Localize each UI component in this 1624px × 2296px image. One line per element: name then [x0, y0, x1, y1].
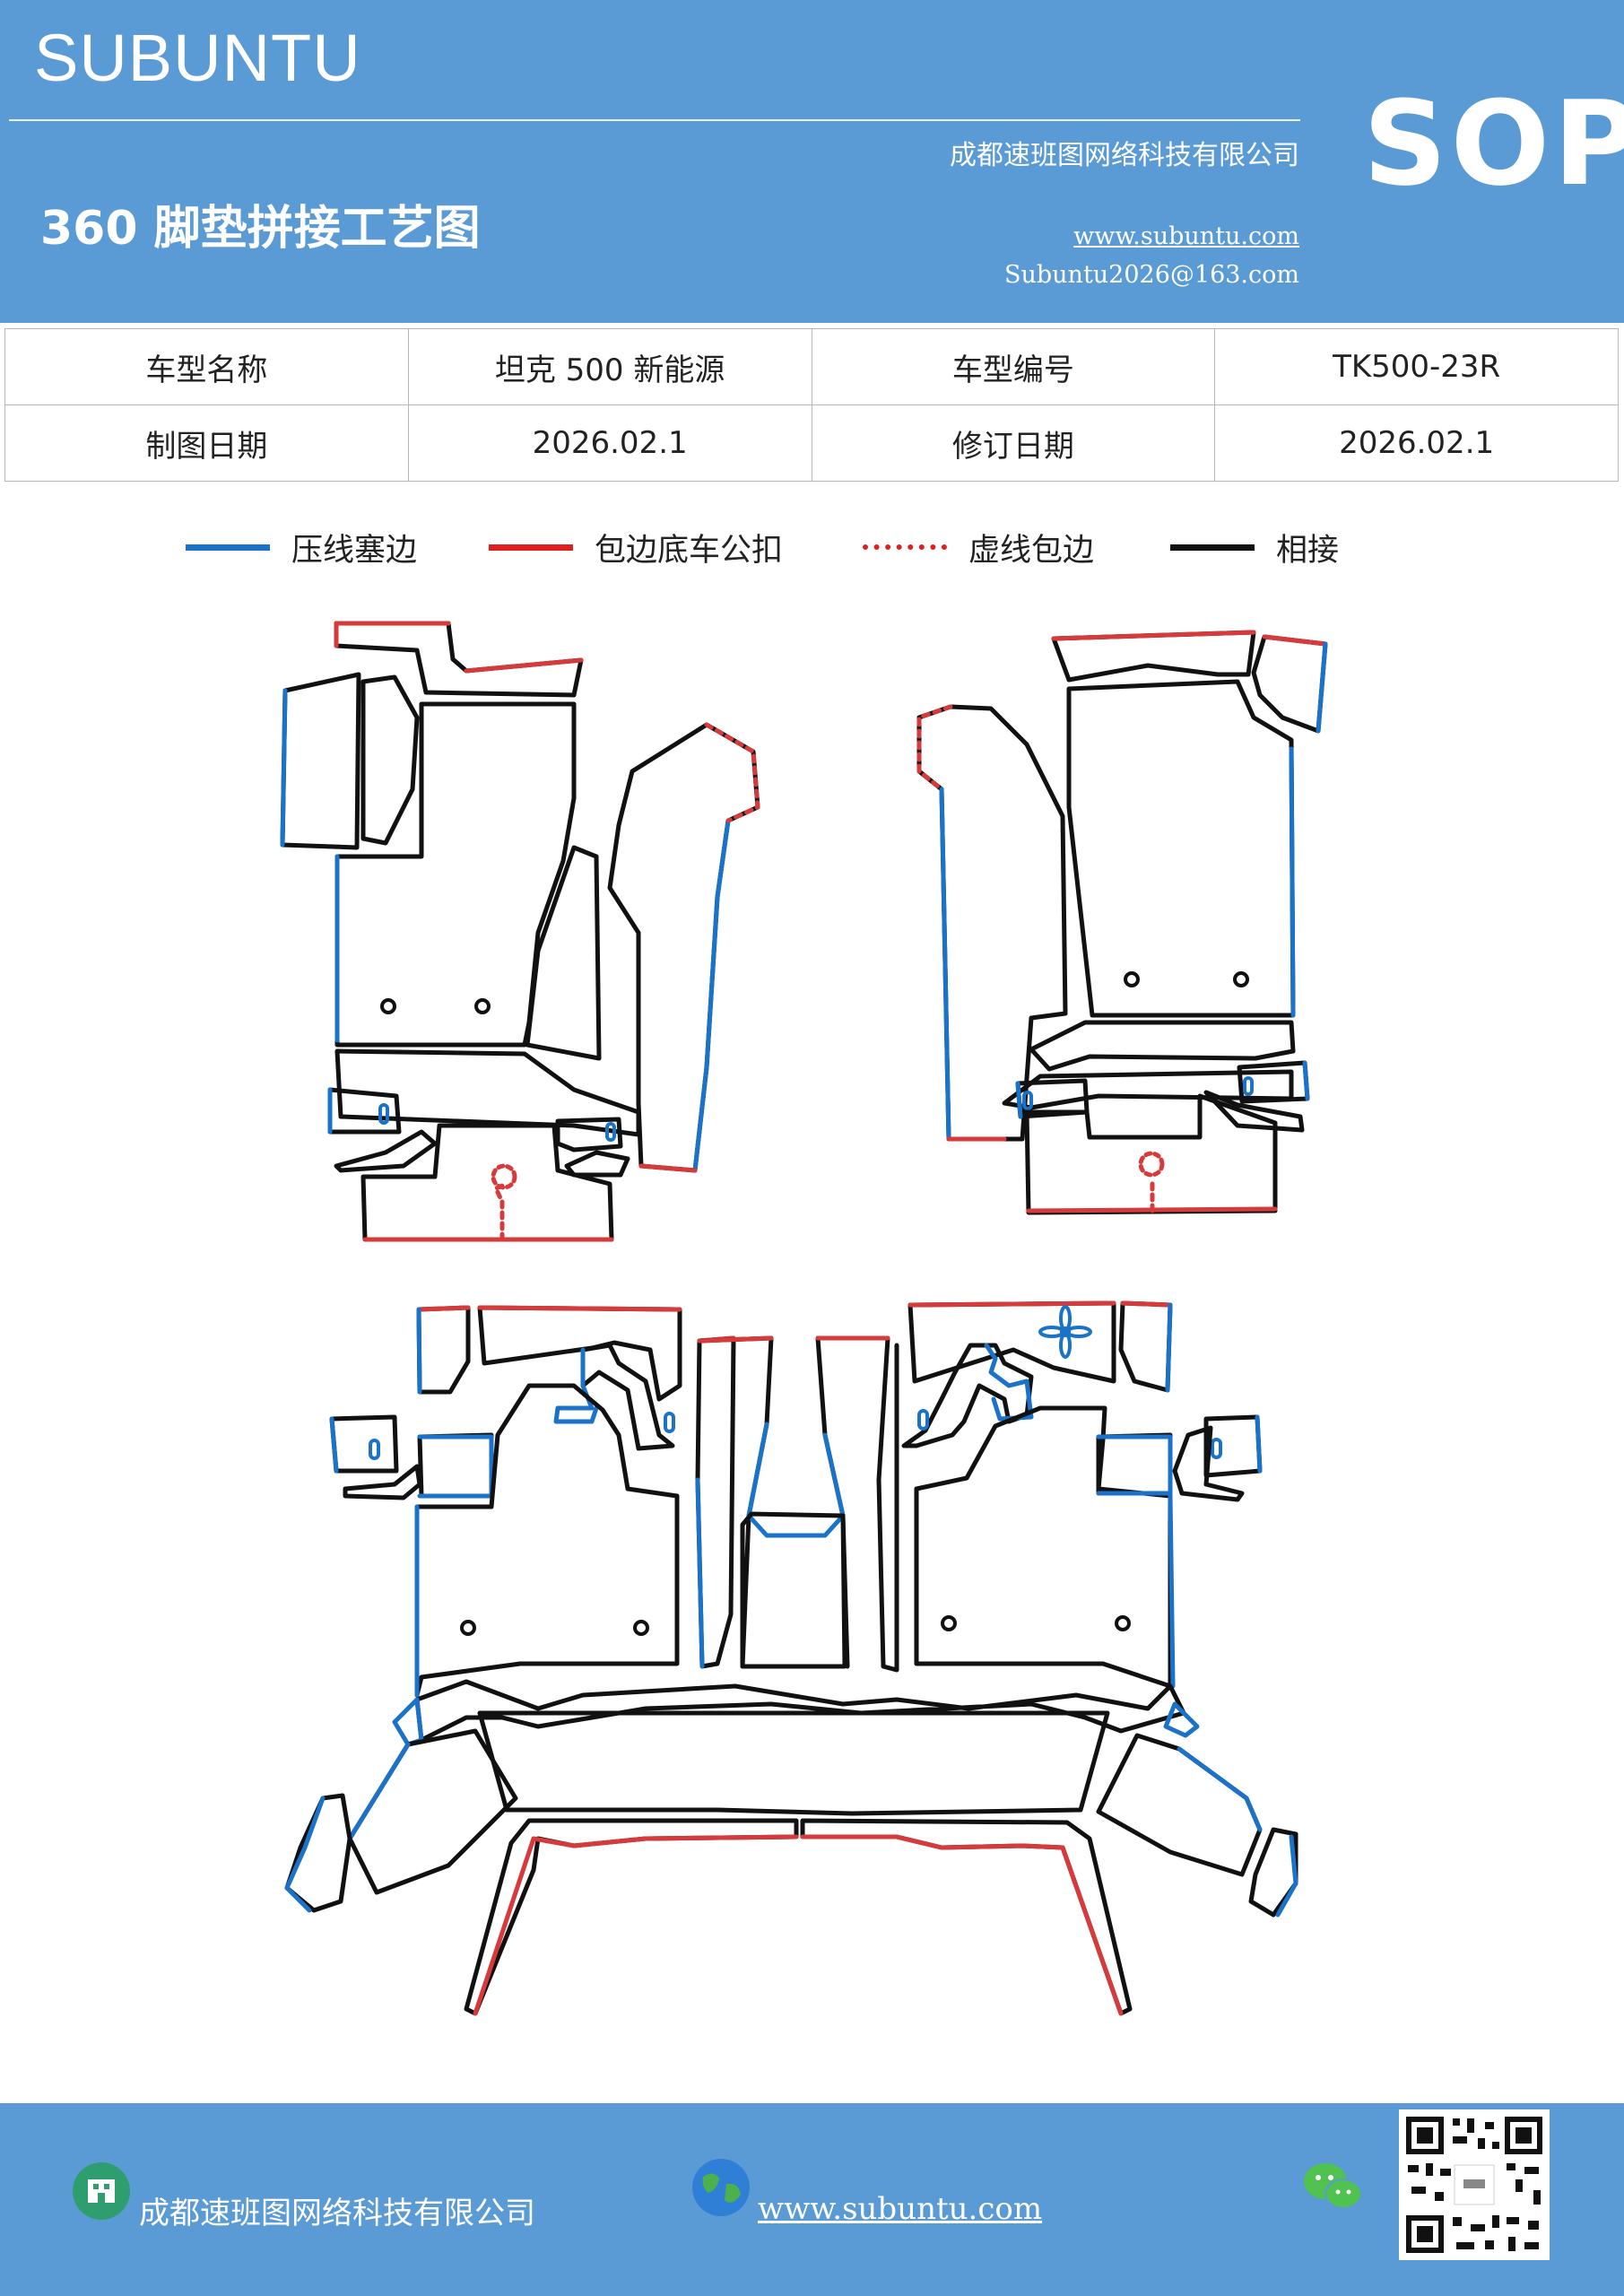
legend-label: 包边底车公扣: [595, 532, 784, 569]
table-row: 车型名称 坦克 500 新能源 车型编号 TK500-23R: [4, 328, 1619, 405]
sop-label: SOP: [1363, 75, 1624, 212]
value-draw-date: 2026.02.1: [407, 404, 812, 482]
globe-icon: [692, 2159, 750, 2216]
header-email: Subuntu2026@163.com: [1004, 261, 1299, 289]
building-icon: [73, 2162, 130, 2220]
legend-swatch-red: [489, 544, 573, 551]
rear-mat-group: [284, 1300, 1298, 2016]
header-company: 成都速班图网络科技有限公司: [950, 140, 1299, 171]
line-legend: 压线塞边 包边底车公扣 虚线包边 相接: [0, 520, 1624, 574]
legend-item-joint: 相接: [1170, 520, 1339, 574]
legend-label: 虚线包边: [968, 532, 1095, 569]
brand-name: SUBUNTU: [34, 21, 361, 95]
qr-code: [1399, 2109, 1550, 2260]
legend-label: 相接: [1276, 532, 1340, 569]
label-model-name: 车型名称: [4, 328, 409, 405]
flower-mark-icon: [1038, 1305, 1092, 1359]
value-model-code: TK500-23R: [1214, 328, 1619, 405]
value-revision-date: 2026.02.1: [1214, 404, 1619, 482]
front-right-mat-group: [916, 630, 1328, 1215]
wechat-icon: [1304, 2163, 1362, 2209]
legend-swatch-black: [1170, 544, 1255, 551]
legend-label: 压线塞边: [291, 532, 418, 569]
label-model-code: 车型编号: [811, 328, 1216, 405]
legend-swatch-red-dotted: [863, 544, 947, 550]
page-title: 360 脚垫拼接工艺图: [40, 202, 481, 256]
front-left-mat-group: [280, 621, 760, 1242]
legend-item-dotted-edge: 虚线包边: [863, 520, 1094, 574]
label-revision-date: 修订日期: [811, 404, 1216, 482]
footer-company: 成都速班图网络科技有限公司: [139, 2196, 535, 2231]
label-draw-date: 制图日期: [4, 404, 409, 482]
table-row: 制图日期 2026.02.1 修订日期 2026.02.1: [4, 404, 1619, 482]
header-band: SUBUNTU 成都速班图网络科技有限公司 360 脚垫拼接工艺图 www.su…: [0, 0, 1624, 323]
value-model-name: 坦克 500 新能源: [407, 328, 812, 405]
vehicle-info-table: 车型名称 坦克 500 新能源 车型编号 TK500-23R 制图日期 2026…: [4, 328, 1619, 482]
legend-swatch-blue: [186, 544, 270, 551]
legend-item-press-line: 压线塞边: [186, 520, 417, 574]
header-website-link[interactable]: www.subuntu.com: [1073, 222, 1299, 250]
footer-website-link[interactable]: www.subuntu.com: [758, 2191, 1043, 2227]
legend-item-edge-buckle: 包边底车公扣: [489, 520, 783, 574]
header-divider: [9, 119, 1300, 121]
